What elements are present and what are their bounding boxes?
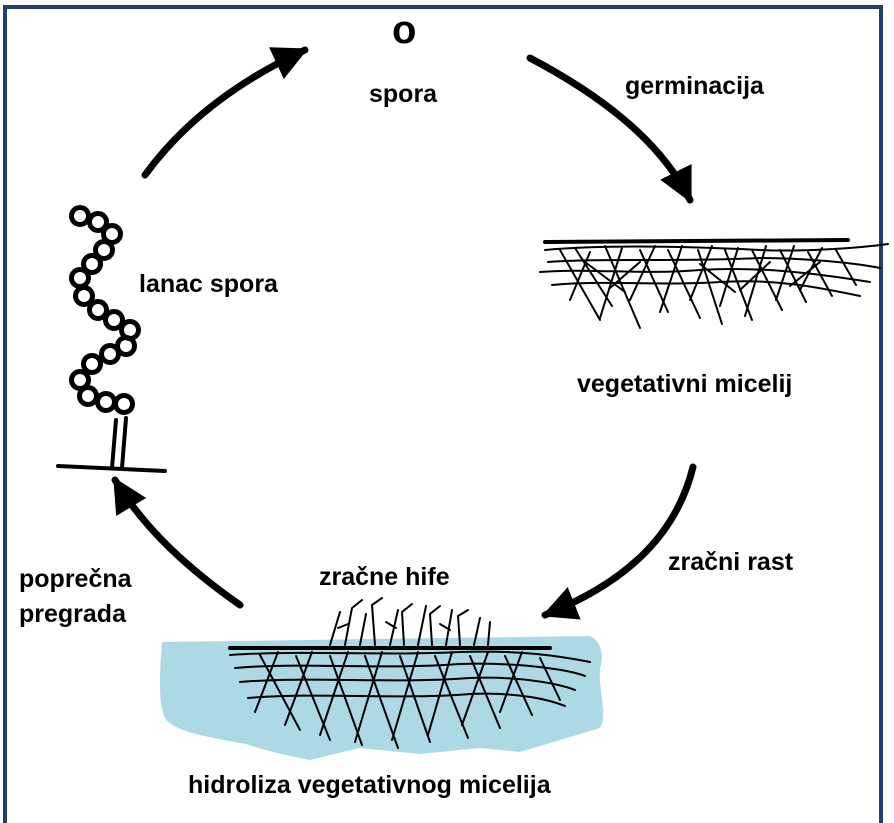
label-poprecna: poprečna — [19, 565, 132, 594]
label-spora: spora — [369, 80, 437, 109]
spore-symbol: o — [392, 10, 416, 50]
arrow-septation — [115, 480, 240, 605]
spore-chain — [58, 208, 165, 472]
label-germinacija: germinacija — [625, 72, 764, 101]
label-vegetativni-micelij: vegetativni micelij — [577, 370, 792, 399]
label-zracni-rast: zračni rast — [668, 548, 793, 577]
vegetative-mycelium — [540, 240, 888, 328]
arrow-to-spore — [145, 50, 305, 175]
arrow-aerial-growth — [545, 467, 693, 615]
label-lanac-spora: lanac spora — [139, 270, 278, 299]
label-pregrada: pregrada — [19, 600, 126, 629]
label-hidroliza: hidroliza vegetativnog micelija — [188, 771, 551, 800]
label-zracne-hife: zračne hife — [319, 563, 450, 592]
